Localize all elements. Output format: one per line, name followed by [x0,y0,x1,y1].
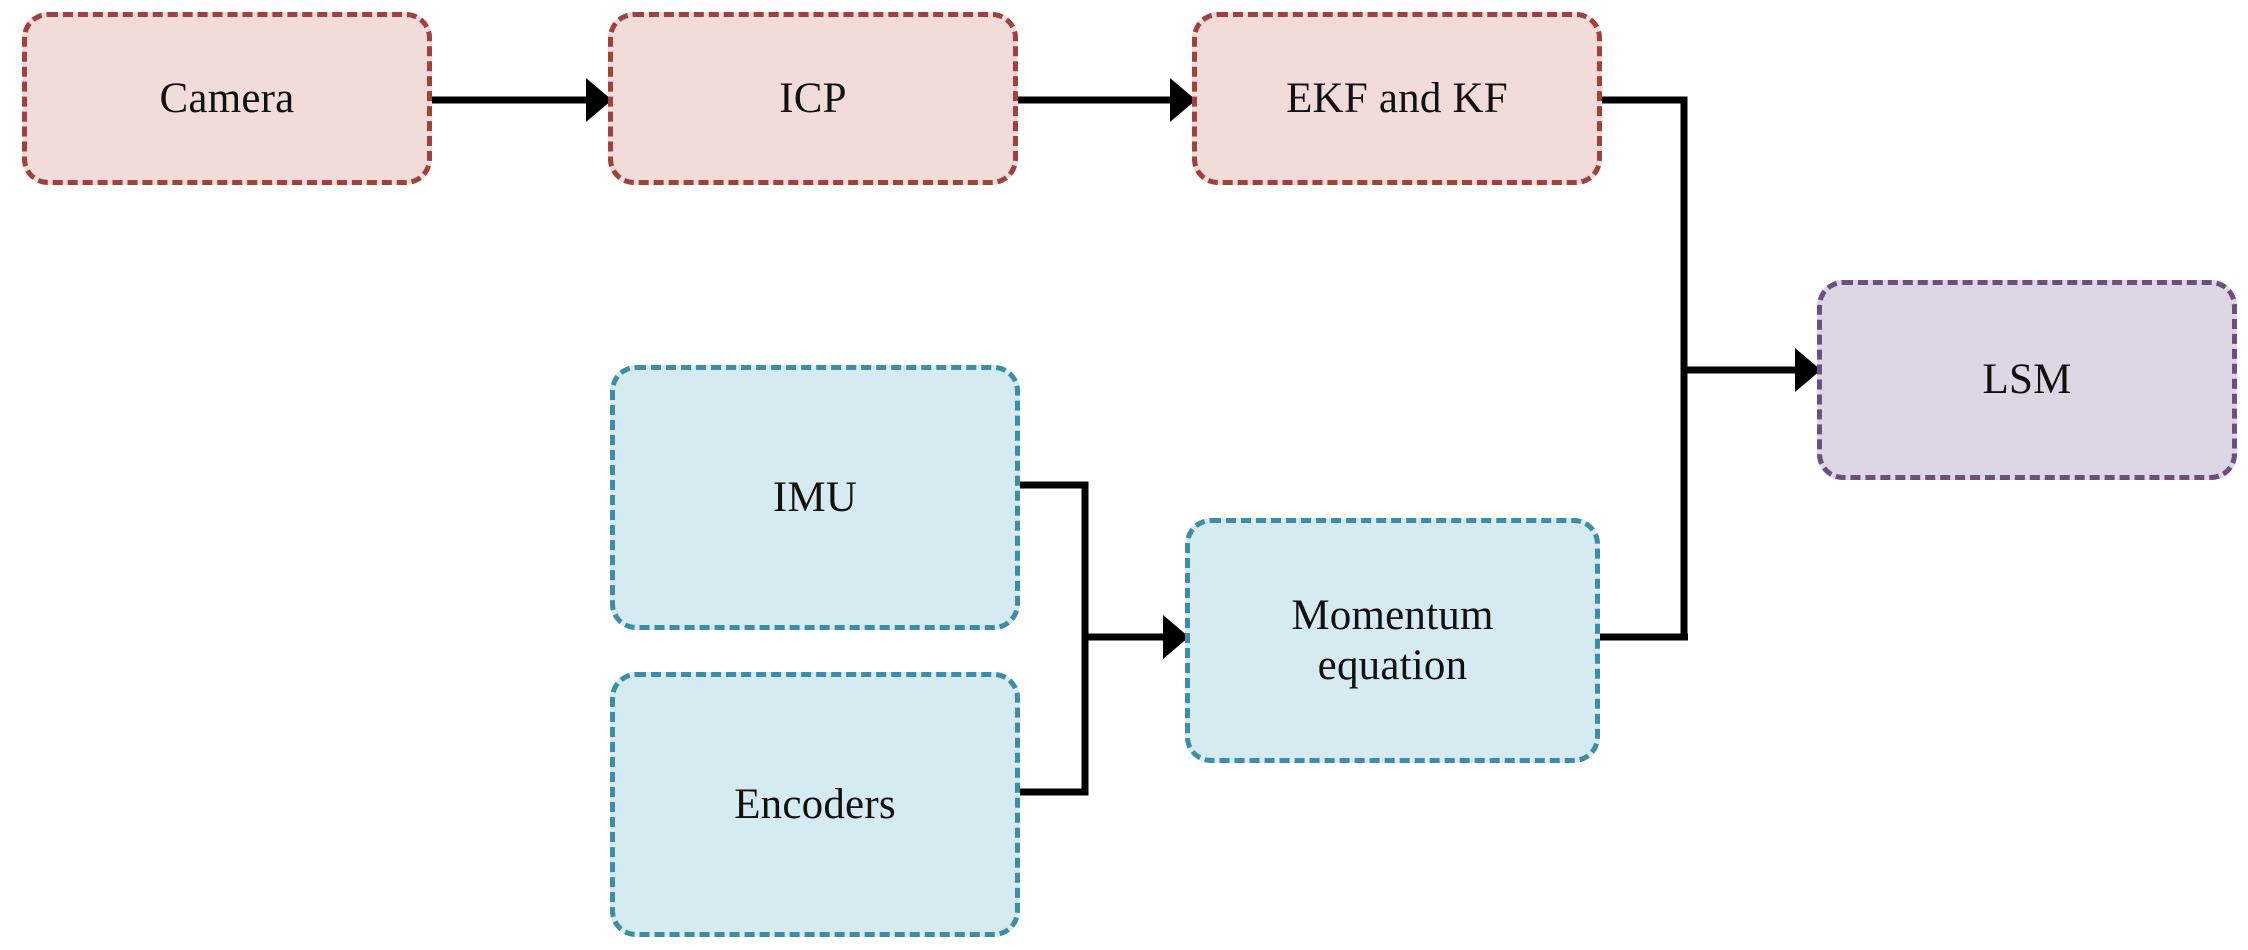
node-icp[interactable]: ICP [608,12,1018,185]
node-encoders-label: Encoders [734,780,896,828]
edge-trunk-to-lsm [1684,348,1821,392]
node-encoders[interactable]: Encoders [610,672,1020,937]
node-lsm-label: LSM [1982,356,2072,404]
node-ekf-and-kf-label: EKF and KF [1286,74,1508,122]
node-momentum-equation-label: Momentum equation [1291,591,1494,689]
edge-merge-to-momentum [1085,615,1189,659]
edge-camera-to-icp [432,78,612,122]
node-camera-label: Camera [159,74,295,122]
node-momentum-equation[interactable]: Momentum equation [1185,518,1600,763]
node-camera[interactable]: Camera [22,12,432,185]
edge-encoders-to-merge [1020,637,1089,796]
node-imu-label: IMU [772,473,858,521]
edge-icp-to-ekf [1018,78,1196,122]
edge-ekf-to-trunk [1602,96,1688,637]
node-imu[interactable]: IMU [610,365,1020,630]
node-ekf-and-kf[interactable]: EKF and KF [1192,12,1602,185]
node-icp-label: ICP [779,74,847,122]
edge-imu-to-merge [1020,481,1089,637]
node-lsm[interactable]: LSM [1817,280,2237,480]
